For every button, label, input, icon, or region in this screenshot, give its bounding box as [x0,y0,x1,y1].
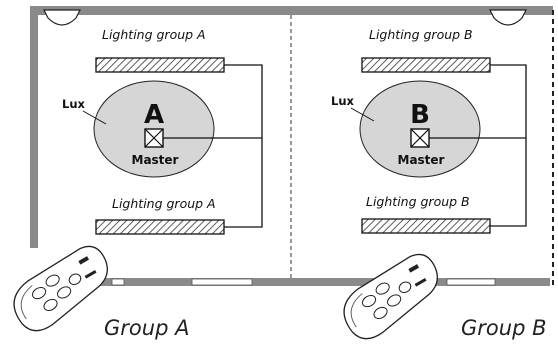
light-fixture [95,219,225,235]
wiring [163,64,263,228]
remote-group-caption: Group B [461,316,546,340]
crossed-box-icon [144,128,164,148]
light-fixture [95,57,225,73]
wiring [429,64,527,227]
remote-control-icon [13,245,108,332]
lighting-group-label-bottom: Lighting group A [112,196,216,211]
bottom-wall [95,278,550,286]
sensor-letter: A [144,100,164,130]
master-label: Master [398,153,445,167]
lux-label: Lux [62,97,86,111]
light-fixture [361,57,491,73]
window [191,278,253,286]
top-wall [30,6,553,15]
lux-label: Lux [331,94,355,108]
remote-control-icon [343,253,438,340]
ceiling-sensor-icon [489,9,527,26]
lighting-group-label-bottom: Lighting group B [366,194,470,209]
light-fixture [361,218,491,234]
window [111,278,125,286]
ceiling-sensor-icon [43,9,81,26]
crossed-box-icon [410,128,430,148]
master-label: Master [132,153,179,167]
lighting-group-label-top: Lighting group A [102,27,206,42]
left-wall [30,6,38,248]
sensor-letter: B [410,100,430,130]
lighting-group-label-top: Lighting group B [369,27,473,42]
room-b: Lighting group B B Master Lux Lighting g… [331,27,527,234]
room-walls [30,6,554,286]
window [446,278,496,286]
lux-pointer [350,107,375,122]
lux-pointer [82,110,107,125]
remote-group-caption: Group A [104,316,189,340]
room-a: Lighting group A A Master Lux Lighting g… [62,27,263,235]
